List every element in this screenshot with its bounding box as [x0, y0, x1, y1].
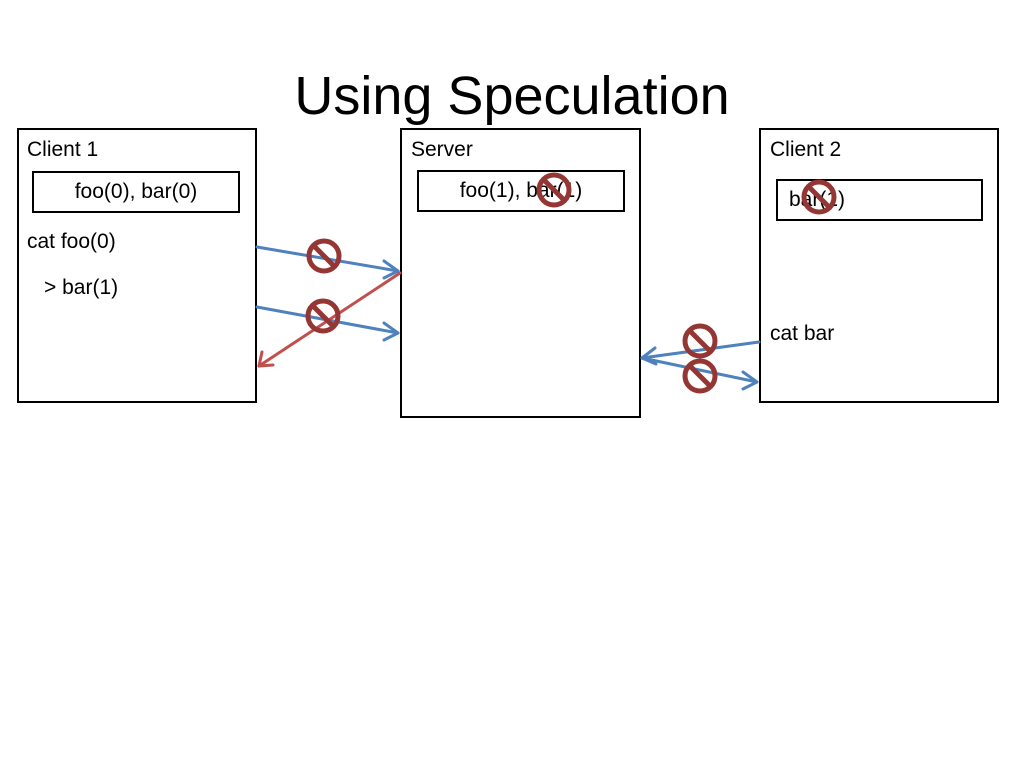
client-2-cache: bar(1) [776, 179, 983, 221]
client-1-label: Client 1 [27, 138, 99, 161]
arrow-server-to-client2 [640, 356, 759, 391]
client-2-command: cat bar [770, 322, 835, 345]
server-box [400, 128, 641, 418]
arrow-client1-to-server-1 [255, 245, 400, 280]
server-cache: foo(1), bar(1) [417, 170, 625, 212]
arrow-client2-to-server [640, 340, 761, 366]
prohibited-icon [305, 298, 341, 334]
client-1-cache: foo(0), bar(0) [32, 171, 240, 213]
server-label: Server [411, 138, 473, 161]
prohibited-icon [682, 323, 718, 359]
arrow-client1-to-server-2 [255, 305, 400, 342]
client-2-label: Client 2 [770, 138, 842, 161]
slide-title: Using Speculation [294, 66, 730, 126]
client-1-box [17, 128, 257, 403]
client-1-redirect: > bar(1) [44, 276, 119, 299]
prohibited-icon [306, 238, 342, 274]
client-1-command: cat foo(0) [27, 230, 116, 253]
arrow-server-to-client1 [257, 271, 402, 368]
client-2-box [759, 128, 999, 403]
prohibited-icon [682, 358, 718, 394]
